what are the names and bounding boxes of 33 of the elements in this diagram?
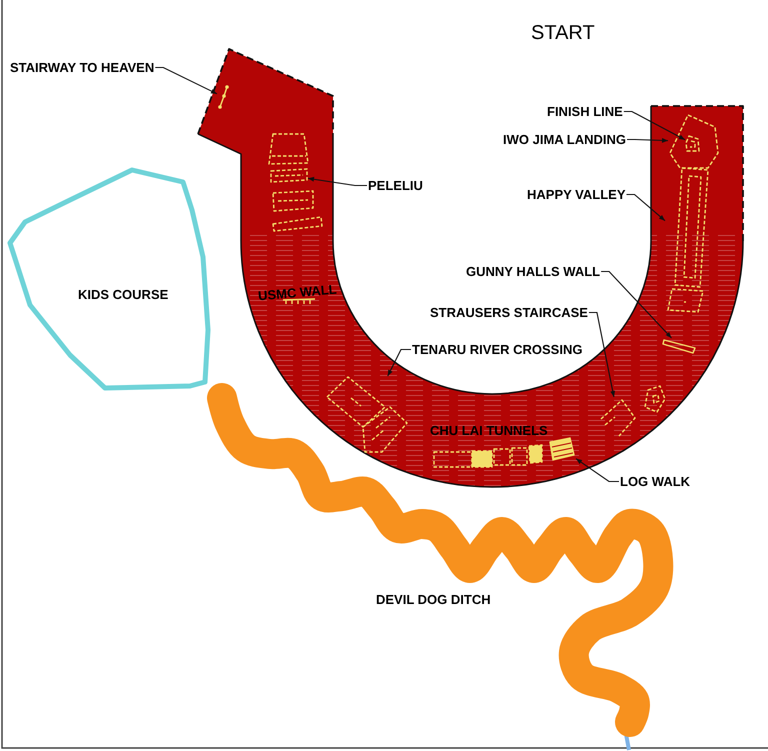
callout-label: GUNNY HALLS WALL	[466, 264, 600, 279]
leader-line	[155, 66, 218, 94]
start-label: START	[531, 21, 595, 45]
callout-label: LOG WALK	[620, 474, 690, 489]
obstacle-marker	[217, 84, 230, 110]
obstacle-outline	[432, 443, 543, 470]
leader-line	[387, 348, 411, 376]
callout-label: PELELIU	[368, 178, 423, 193]
leader-line	[601, 270, 672, 338]
callout-label: STRAUSERS STAIRCASE	[430, 305, 588, 320]
leader-line	[588, 312, 616, 398]
callout-label: FINISH LINE	[547, 104, 623, 119]
area-label: KIDS COURSE	[78, 287, 168, 302]
callout-label: HAPPY VALLEY	[527, 187, 626, 202]
obstacle-marker	[548, 437, 576, 461]
obstacle-outline	[270, 168, 308, 183]
callout-label: IWO JIMA LANDING	[503, 132, 626, 147]
obstacle-outline	[599, 397, 637, 438]
leader-line	[627, 138, 668, 143]
callout-label: TENARU RIVER CROSSING	[412, 342, 582, 357]
obstacle-outline	[685, 135, 701, 153]
area-label: DEVIL DOG DITCH	[376, 592, 491, 607]
obstacle-marker	[662, 338, 696, 354]
obstacle-outline	[665, 166, 710, 314]
leader-line	[576, 458, 619, 482]
callout-label: STAIRWAY TO HEAVEN	[10, 60, 154, 75]
leader-line	[624, 110, 686, 140]
obstacle-label: CHU LAI TUNNELS	[430, 423, 548, 438]
leader-line	[308, 176, 367, 186]
obstacle-outline	[326, 376, 410, 455]
obstacle-label: USMC WALL	[258, 282, 338, 304]
leader-line	[626, 194, 666, 222]
obstacle-outline	[668, 113, 720, 170]
